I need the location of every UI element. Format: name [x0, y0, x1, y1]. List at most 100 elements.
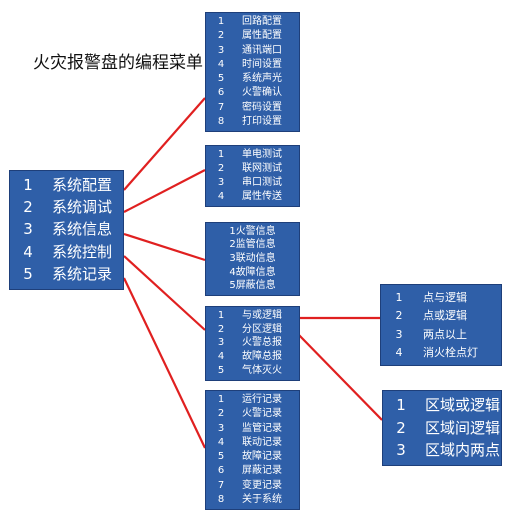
menu-item-number: 7	[217, 479, 225, 491]
connector-record	[123, 277, 206, 449]
connector-zone	[297, 333, 383, 421]
menu-item-number: 2	[229, 239, 236, 251]
menu-item-label: 区域或逻辑	[425, 396, 501, 415]
menu-item-number: 1	[217, 16, 225, 28]
menu-item: 1 单电测试	[206, 150, 299, 160]
menu-item-label: 分区逻辑	[242, 323, 282, 335]
menu-item-label: 单电测试	[242, 149, 282, 160]
menu-item-label: 火警记录	[242, 408, 282, 420]
menu-item-number: 2	[217, 163, 225, 174]
menu-item-label: 联网测试	[242, 163, 282, 174]
menu-item-label: 属性配置	[242, 30, 282, 42]
menu-item-number: 1	[396, 396, 406, 415]
menu-item-number: 4	[23, 242, 33, 261]
menu-item-label: 变更记录	[242, 479, 282, 491]
menu-item-label: 故障信息	[235, 266, 276, 278]
menu-item-label: 屏蔽记录	[242, 465, 282, 477]
menu-item: 5 系统记录	[10, 264, 123, 283]
menu-item-number: 5	[23, 264, 33, 283]
menu-item-number: 7	[217, 101, 225, 113]
menu-item-number: 5	[217, 451, 225, 463]
menu-item-label: 屏蔽信息	[235, 280, 276, 292]
menu-item-number: 1	[217, 394, 225, 406]
menu-item: 7 变更记录	[206, 479, 299, 491]
menu-item-label: 消火栓点灯	[423, 345, 478, 359]
menu-item-number: 2	[23, 198, 33, 217]
menu-item: 5 故障记录	[206, 452, 299, 462]
connector-control	[123, 255, 206, 331]
menu-item-number: 4	[217, 436, 225, 448]
menu-item-label: 火警确认	[242, 87, 282, 99]
menu-item: 4 消火栓点灯	[381, 347, 501, 358]
menu-item-label: 属性传送	[242, 191, 282, 202]
menu-item-number: 3	[395, 327, 403, 341]
menu-item-label: 故障总报	[242, 351, 282, 363]
menu-item-number: 1	[395, 291, 403, 305]
menu-item-label: 火警信息	[235, 225, 276, 237]
menu-item-number: 3	[229, 252, 236, 264]
menu-item-number: 1	[229, 225, 236, 237]
page-title: 火灾报警盘的编程菜单	[33, 53, 203, 73]
menu-item-label: 串口测试	[242, 177, 282, 188]
menu-item-label: 故障记录	[242, 451, 282, 463]
menu-item-number: 4	[229, 266, 236, 278]
menu-item-label: 通讯端口	[242, 44, 282, 56]
menu-item: 4 系统控制	[10, 242, 123, 261]
menu-item-label: 火警总报	[242, 337, 282, 349]
menu-item-label: 系统记录	[52, 264, 113, 283]
menu-item: 1 运行记录	[206, 395, 299, 405]
menu-item-number: 1	[217, 309, 225, 321]
menu-item-number: 1	[23, 176, 33, 195]
menu-item-number: 4	[395, 345, 403, 359]
menu-item: 1 区域或逻辑	[383, 398, 501, 413]
menu-item-label: 运行记录	[242, 394, 282, 406]
menu-item: 4 故障总报	[206, 352, 299, 362]
menu-item-number: 4	[217, 351, 225, 363]
menu-item-label: 点或逻辑	[423, 309, 467, 323]
menu-item-label: 系统控制	[52, 242, 113, 261]
menu-item-number: 3	[217, 422, 225, 434]
menu-item-number: 2	[217, 323, 225, 335]
menu-item-number: 4	[217, 58, 225, 70]
menu-item-number: 3	[23, 220, 33, 239]
menu-item-label: 关于系统	[242, 493, 282, 505]
menu-item-label: 打印设置	[242, 115, 282, 127]
menu-item-label: 密码设置	[242, 101, 282, 113]
connector-config	[123, 97, 206, 191]
menu-item-label: 与或逻辑	[242, 309, 282, 321]
menu-item-label: 区域间逻辑	[425, 418, 501, 437]
menu-item-number: 4	[217, 191, 225, 202]
menu-item-label: 监管信息	[235, 239, 276, 251]
menu-item-number: 1	[217, 149, 225, 160]
menu-item-number: 5	[229, 280, 236, 292]
